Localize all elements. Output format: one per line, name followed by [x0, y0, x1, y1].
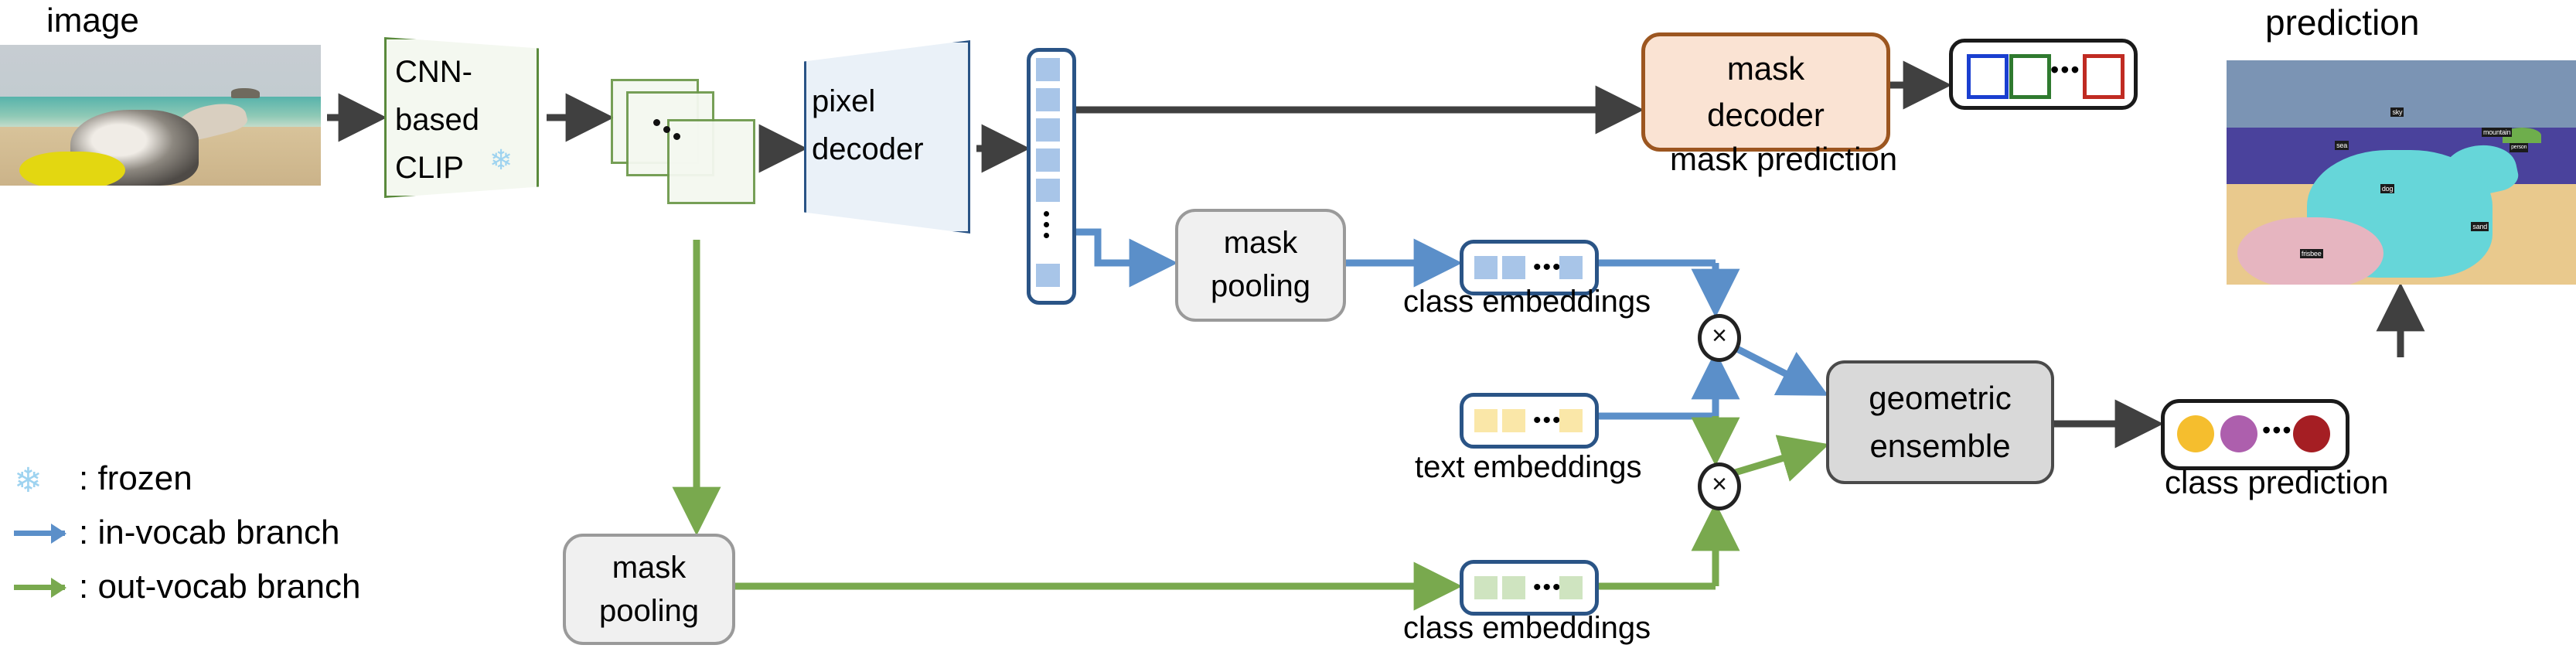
class-ellipsis-icon: •••: [2262, 416, 2293, 444]
class-embedding-square: [1559, 576, 1583, 599]
snowflake-icon: ❄: [489, 144, 513, 176]
segment-tag-dog: dog: [2380, 183, 2395, 193]
clip-label-line1: CNN-: [395, 55, 472, 89]
class-embeddings-box-in-vocab: •••: [1460, 240, 1599, 295]
mask-pooling-top-line1: mask: [1223, 226, 1298, 260]
pred-sky-region: [2227, 60, 2576, 130]
green-arrow-icon: [14, 578, 66, 598]
red-mask-swatch: [2083, 54, 2125, 99]
class-prediction-caption: class prediction: [2165, 464, 2389, 500]
class-prediction-box: •••: [2161, 399, 2349, 470]
class-embedding-square: [1502, 256, 1525, 279]
class-embedding-square: [1474, 576, 1498, 599]
clip-trapezoid-shape: [384, 37, 539, 198]
mask-decoder-block[interactable]: mask decoder: [1641, 32, 1890, 152]
multiply-symbol: ×: [1712, 469, 1727, 499]
prediction-image-photo: sky sea mountain person dog sand frisbee: [2227, 60, 2576, 285]
segment-tag-sea: sea: [2335, 141, 2349, 151]
geometric-ensemble-line1: geometric: [1869, 380, 2012, 416]
mask-prediction-caption: mask prediction: [1670, 141, 1898, 177]
feature-maps-stack: [611, 62, 781, 240]
class-embedding-square: [1559, 256, 1583, 279]
green-mask-swatch: [2009, 54, 2051, 99]
embedding-ellipsis-icon: •••: [1533, 408, 1562, 433]
segment-tag-sand: sand: [2471, 221, 2489, 231]
token-square: [1036, 264, 1060, 287]
blue-mask-swatch: [1967, 54, 2009, 99]
ellipsis-dot-3: [673, 133, 680, 140]
mask-decoder-line1: mask: [1726, 50, 1805, 87]
segment-tag-mountain: mountain: [2481, 128, 2513, 137]
legend-label-out-vocab: : out-vocab branch: [79, 568, 361, 606]
ellipsis-dot-2: [663, 126, 670, 133]
mask-pooling-top-label: mask pooling: [1178, 221, 1343, 308]
pred-mountain-region: [2503, 128, 2541, 144]
text-embeddings-box: •••: [1460, 393, 1599, 449]
legend-label-in-vocab: : in-vocab branch: [79, 514, 340, 551]
segment-tag-sky: sky: [2390, 107, 2404, 117]
token-square: [1036, 58, 1060, 81]
mask-prediction-box: •••: [1949, 39, 2138, 110]
mask-ellipsis-icon: •••: [2050, 56, 2081, 84]
mask-pooling-bottom-line1: mask: [612, 551, 687, 585]
pixel-decoder-line2: decoder: [812, 132, 924, 166]
mask-decoder-label: mask decoder: [1645, 46, 1886, 138]
class-embeddings-box-out-vocab: •••: [1460, 560, 1599, 616]
ellipsis-dot-1: [653, 119, 660, 126]
mask-pooling-block-out-vocab[interactable]: mask pooling: [563, 534, 735, 645]
token-strip: [1027, 48, 1076, 305]
cnn-based-clip-block[interactable]: CNN- based CLIP ❄: [384, 37, 539, 198]
mask-decoder-line2: decoder: [1707, 97, 1825, 133]
clip-label-line2: based: [395, 103, 479, 137]
pixel-decoder-block[interactable]: pixel decoder: [804, 40, 970, 234]
purple-class-dot: [2220, 415, 2257, 452]
class-embeddings-caption-in-vocab: class embeddings: [1403, 285, 1651, 319]
text-embeddings-caption: text embeddings: [1415, 450, 1642, 484]
input-rock-region: [230, 88, 261, 99]
class-embedding-square: [1474, 256, 1498, 279]
page-title-image: image: [46, 2, 139, 39]
feature-map-3: [667, 119, 755, 204]
embedding-ellipsis-icon: •••: [1533, 254, 1562, 280]
mask-pooling-block-in-vocab[interactable]: mask pooling: [1175, 209, 1346, 322]
mask-pooling-bottom-line2: pooling: [598, 594, 699, 628]
multiply-node-in-vocab: ×: [1698, 314, 1741, 362]
clip-label: CNN- based CLIP: [395, 48, 479, 192]
token-square: [1036, 179, 1060, 202]
gold-class-dot: [2177, 415, 2214, 452]
input-image-photo: [0, 45, 321, 186]
embedding-ellipsis-icon: •••: [1533, 575, 1562, 600]
text-embedding-square: [1559, 409, 1583, 432]
snowflake-icon: ❄: [14, 462, 43, 500]
segment-tag-frisbee: frisbee: [2299, 248, 2323, 258]
token-square: [1036, 118, 1060, 142]
page-title-prediction: prediction: [2265, 2, 2420, 43]
mask-pooling-top-line2: pooling: [1210, 269, 1310, 303]
vertical-ellipsis-icon: [1044, 211, 1051, 244]
token-square: [1036, 88, 1060, 111]
class-embedding-square: [1502, 576, 1525, 599]
pixel-decoder-line1: pixel: [812, 84, 876, 118]
geometric-ensemble-label: geometric ensemble: [1829, 374, 2051, 470]
class-embeddings-caption-out-vocab: class embeddings: [1403, 611, 1651, 645]
text-embedding-square: [1502, 409, 1525, 432]
input-sky-region: [0, 45, 321, 101]
blue-arrow-icon: [14, 524, 66, 544]
clip-label-line3: CLIP: [395, 151, 464, 185]
mask-pooling-bottom-label: mask pooling: [566, 546, 732, 633]
segment-tag-person: person: [2510, 143, 2529, 153]
geometric-ensemble-line2: ensemble: [1869, 428, 2011, 464]
darkred-class-dot: [2293, 415, 2330, 452]
pixel-decoder-label: pixel decoder: [812, 77, 924, 173]
multiply-symbol: ×: [1712, 321, 1727, 350]
geometric-ensemble-block[interactable]: geometric ensemble: [1826, 360, 2054, 484]
legend-label-frozen: : frozen: [79, 459, 193, 497]
token-square: [1036, 148, 1060, 172]
input-frisbee-region: [19, 152, 125, 186]
text-embedding-square: [1474, 409, 1498, 432]
multiply-node-out-vocab: ×: [1698, 462, 1741, 510]
